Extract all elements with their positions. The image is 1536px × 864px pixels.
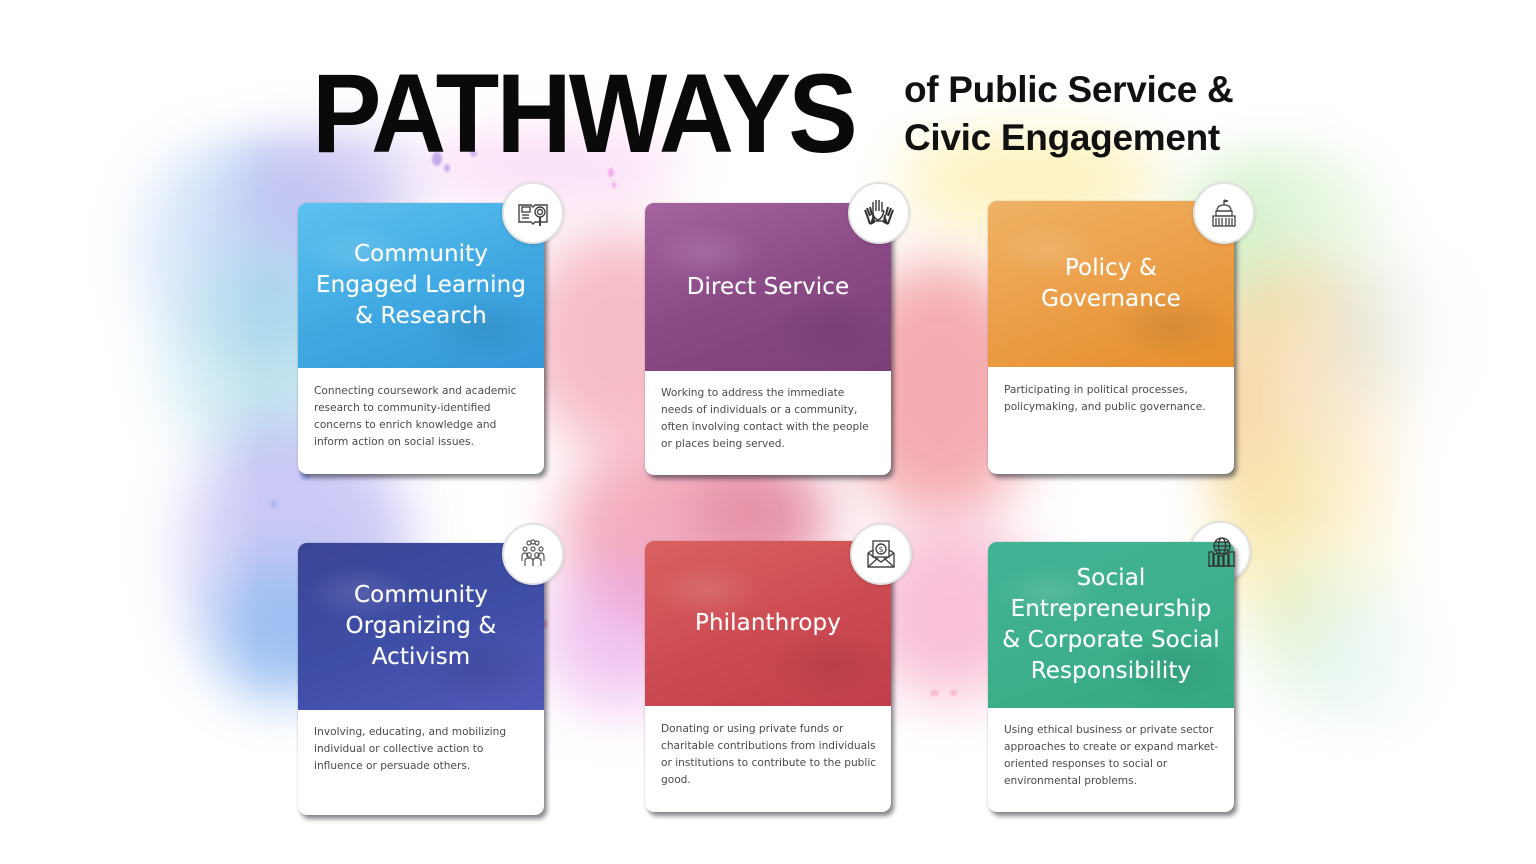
card-description: Participating in political processes, po…: [1004, 384, 1206, 413]
title-subtitle: of Public Service & Civic Engagement: [904, 66, 1234, 162]
card-philanthropy[interactable]: Philanthropy Donating or using private f…: [645, 541, 891, 812]
card-description: Donating or using private funds or chari…: [661, 723, 877, 786]
globe-city-icon: [1208, 537, 1235, 567]
subtitle-line-2: Civic Engagement: [904, 117, 1220, 158]
card-header: Policy & Governance: [988, 201, 1234, 367]
card-title: Policy & Governance: [1041, 255, 1181, 312]
card-description: Involving, educating, and mobilizing ind…: [314, 726, 507, 772]
icon-badge: $: [850, 523, 912, 585]
card-policy-governance[interactable]: Policy & Governance Participating in pol…: [988, 201, 1234, 474]
card-title: Community Engaged Learning & Research: [316, 241, 526, 329]
card-header: Social Entrepreneurship & Corporate Soci…: [988, 542, 1234, 708]
card-header: Direct Service: [645, 203, 891, 371]
card-description: Connecting coursework and academic resea…: [314, 385, 517, 448]
card-community-engaged-learning[interactable]: Community Engaged Learning & Research Co…: [298, 203, 544, 474]
money-envelope-icon: $: [867, 540, 895, 568]
card-direct-service[interactable]: Direct Service Working to address the im…: [645, 203, 891, 475]
card-description: Working to address the immediate needs o…: [661, 387, 869, 450]
card-social-entrepreneurship[interactable]: Social Entrepreneurship & Corporate Soci…: [988, 542, 1234, 812]
raised-hands-icon: [864, 200, 894, 225]
card-header: Philanthropy: [645, 541, 891, 706]
card-community-organizing[interactable]: Community Organizing & Activism Involvin…: [298, 543, 544, 815]
icon-badge: [1193, 182, 1255, 244]
crowd-people-icon: [521, 539, 545, 566]
card-description: Using ethical business or private sector…: [1004, 724, 1219, 787]
card-title: Community Organizing & Activism: [345, 582, 497, 670]
card-header: Community Engaged Learning & Research: [298, 203, 544, 368]
subtitle-line-1: of Public Service &: [904, 69, 1234, 110]
svg-text:$: $: [878, 545, 883, 554]
card-title: Philanthropy: [695, 610, 841, 636]
capitol-building-icon: [1212, 199, 1236, 227]
icon-badge: [502, 182, 564, 244]
icon-badge: [502, 523, 564, 585]
icon-badge: [848, 182, 910, 244]
page-title: PATHWAYS of Public Service & Civic Engag…: [312, 51, 1234, 176]
card-header: Community Organizing & Activism: [298, 543, 544, 710]
card-title: Social Entrepreneurship & Corporate Soci…: [1002, 565, 1220, 684]
card-title: Direct Service: [686, 273, 850, 300]
book-magnifier-icon: [518, 204, 548, 226]
title-pathways: PATHWAYS: [312, 51, 858, 176]
